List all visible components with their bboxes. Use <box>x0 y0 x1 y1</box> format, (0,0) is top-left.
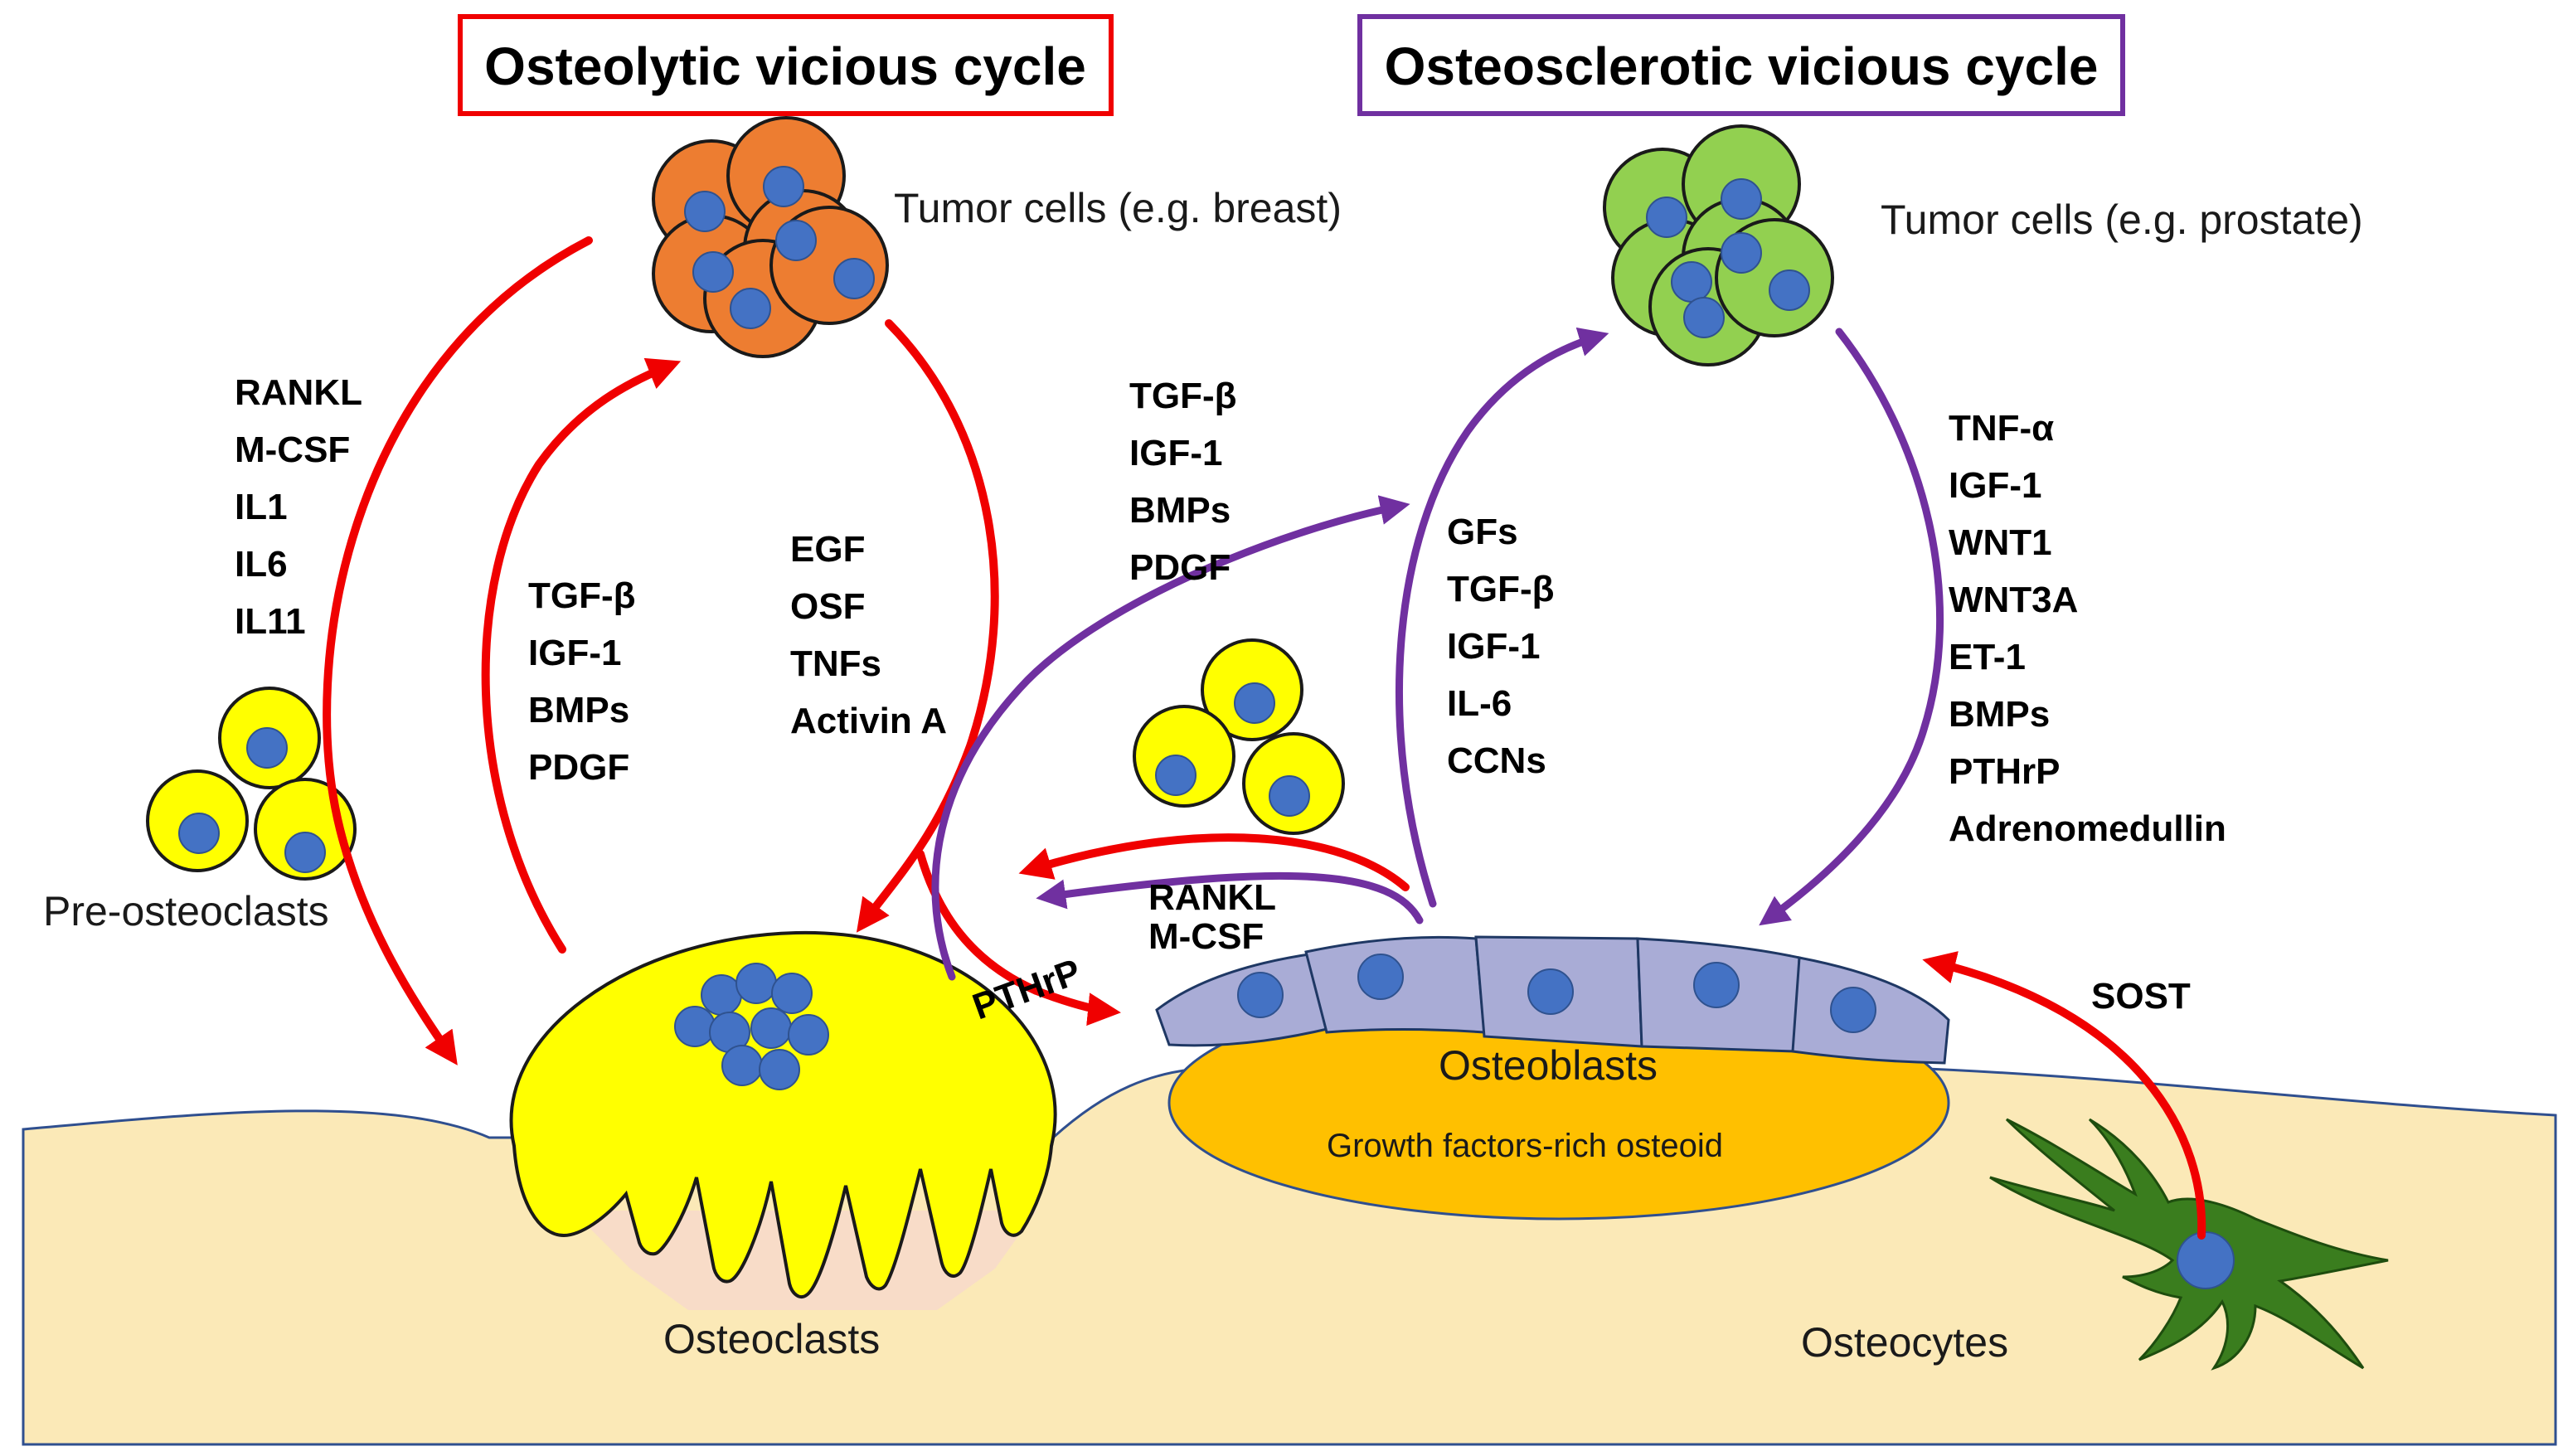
factor-item: TGF-β <box>1447 569 1555 609</box>
arrow-osteoblast-to-tumor <box>1395 328 1609 908</box>
factor-item: GFs <box>1447 512 1518 552</box>
factor-item: WNT1 <box>1949 522 2052 563</box>
factor-item: OSF <box>790 586 865 627</box>
factor-item: TGF-β <box>528 575 636 616</box>
factor-item: M-CSF <box>1148 916 1264 957</box>
factor-item: PDGF <box>528 747 629 788</box>
factor-item: RANKL <box>235 372 362 413</box>
factor-item: M-CSF <box>235 430 350 470</box>
factor-item: CCNs <box>1447 740 1546 781</box>
osteoclasts-label: Osteoclasts <box>663 1316 880 1362</box>
factor-item: BMPs <box>1129 490 1231 531</box>
osteolytic-title-box <box>458 14 1114 116</box>
factor-item: WNT3A <box>1949 580 2078 620</box>
osteosclerotic-title-box <box>1357 14 2125 116</box>
osteosclerotic-title: Osteosclerotic vicious cycle <box>1385 36 2099 96</box>
tumor-breast-label: Tumor cells (e.g. breast) <box>894 185 1342 231</box>
arrow-tumor-to-osteoblast <box>1759 328 1944 926</box>
factor-item: BMPs <box>1949 694 2050 735</box>
pre-osteoclasts-label: Pre-osteoclasts <box>43 888 329 934</box>
factor-item: IGF-1 <box>528 633 621 673</box>
factor-item: IGF-1 <box>1447 626 1540 667</box>
factor-item: BMPs <box>528 690 629 730</box>
factor-item: Adrenomedullin <box>1949 808 2226 849</box>
osteoid-label: Growth factors-rich osteoid <box>1327 1128 1723 1164</box>
osteocyte-cell <box>1989 1118 2389 1371</box>
osteolytic-title: Osteolytic vicious cycle <box>484 36 1086 96</box>
prostate-tumor-cells <box>1603 124 1834 366</box>
osteosclerotic-arrows <box>931 328 1944 981</box>
osteoblast-layer <box>1155 935 1950 1065</box>
arrow-osteoblast-rankl <box>1036 871 1424 925</box>
sost-label: SOST <box>2091 976 2191 1017</box>
pre-osteoclast-cells <box>146 687 357 881</box>
arrow-osteoblast-to-osteoclast <box>1018 833 1410 891</box>
factor-item: Activin A <box>790 701 947 741</box>
osteoclast-cell <box>509 930 1057 1310</box>
factor-item: PTHrP <box>1949 751 2060 792</box>
factor-item: TNFs <box>790 643 881 684</box>
arrow-sost <box>1922 951 2206 1240</box>
factor-item: IL11 <box>235 601 306 642</box>
osteolytic-arrows <box>323 236 2206 1240</box>
factor-item: TNF-α <box>1949 408 2054 449</box>
osteoclast-nuclei <box>674 963 829 1090</box>
osteoblasts-label: Osteoblasts <box>1439 1042 1658 1089</box>
factor-item: PDGF <box>1129 547 1231 588</box>
factor-item: EGF <box>790 529 865 570</box>
factor-item: IL6 <box>235 544 288 585</box>
factor-item: IL1 <box>235 487 288 527</box>
factor-item: IGF-1 <box>1949 465 2041 506</box>
osteoclast-body <box>509 930 1057 1299</box>
osteoblast-nuclei <box>1237 954 1876 1033</box>
arrow-osteoclast-to-tumor <box>481 357 682 954</box>
arrow-tumor-to-osteoclast <box>856 319 999 933</box>
factor-item: RANKL <box>1148 877 1276 918</box>
pre-osteoclast-cells-middle <box>1133 638 1345 835</box>
factor-item: IL-6 <box>1447 683 1512 724</box>
osteocytes-label: Osteocytes <box>1801 1319 2008 1366</box>
tumor-prostate-label: Tumor cells (e.g. prostate) <box>1881 197 2363 243</box>
factor-item: IGF-1 <box>1129 433 1222 473</box>
arrow-tumor-to-preosteoclasts <box>323 236 593 1065</box>
factor-item: TGF-β <box>1129 376 1237 416</box>
arrow-bone-to-prostate <box>931 495 1410 981</box>
breast-tumor-cells <box>652 116 889 358</box>
factor-item: ET-1 <box>1949 637 2026 677</box>
